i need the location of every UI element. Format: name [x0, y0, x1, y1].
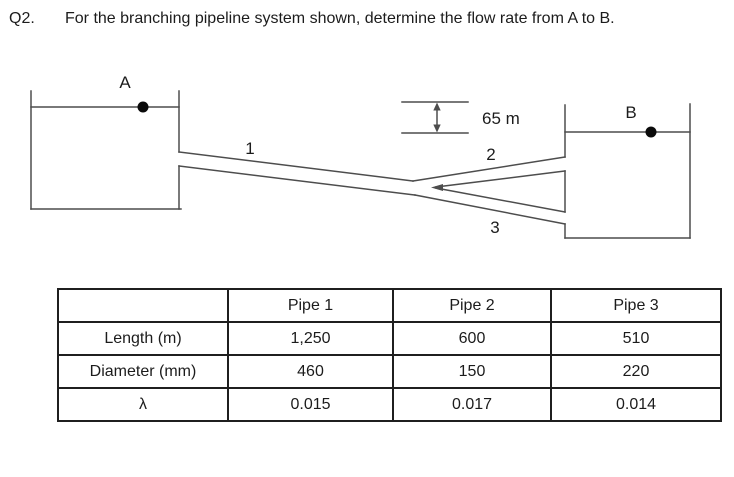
length-pipe-2: 600 — [392, 321, 552, 356]
pipe-1-bottom-line — [178, 165, 416, 196]
elevation-dimension: 65 m — [401, 101, 520, 134]
diameter-pipe-2: 150 — [392, 354, 552, 389]
question-number: Q2. — [9, 10, 35, 27]
pipe-3-top-line — [435, 187, 566, 213]
reservoir-b: B — [564, 103, 691, 239]
table-row-length: Length (m) 1,250 600 510 — [57, 321, 722, 356]
pipeline-diagram: A 1 2 3 65 m — [30, 73, 691, 239]
length-pipe-1: 1,250 — [227, 321, 394, 356]
pipe-2-bottom-line — [435, 170, 566, 188]
row-label-length: Length (m) — [57, 321, 229, 356]
pipe-properties-table: Pipe 1 Pipe 2 Pipe 3 Length (m) 1,250 60… — [57, 288, 722, 422]
pipe-1: 1 — [178, 139, 416, 196]
pipe-2: 2 — [412, 145, 566, 188]
elevation-arrowhead-down-icon — [433, 124, 441, 133]
row-label-lambda: λ — [57, 387, 229, 422]
pipe-3-bottom-line — [414, 194, 566, 225]
row-label-diameter: Diameter (mm) — [57, 354, 229, 389]
elevation-value-label: 65 m — [482, 109, 520, 128]
header-cell-pipe-3: Pipe 3 — [550, 288, 722, 323]
lambda-pipe-1: 0.015 — [227, 387, 394, 422]
elevation-arrowhead-up-icon — [433, 102, 441, 111]
pipe-2-label: 2 — [486, 145, 495, 164]
table-header-row: Pipe 1 Pipe 2 Pipe 3 — [57, 288, 722, 323]
pipe-1-label: 1 — [245, 139, 254, 158]
pipe-2-top-line — [412, 156, 566, 182]
header-cell-pipe-1: Pipe 1 — [227, 288, 394, 323]
reservoir-a: A — [30, 73, 182, 210]
pipe-3: 3 — [414, 187, 566, 237]
header-cell-empty — [57, 288, 229, 323]
length-pipe-3: 510 — [550, 321, 722, 356]
table-row-diameter: Diameter (mm) 460 150 220 — [57, 354, 722, 389]
table-row-lambda: λ 0.015 0.017 0.014 — [57, 387, 722, 422]
lambda-pipe-3: 0.014 — [550, 387, 722, 422]
diameter-pipe-3: 220 — [550, 354, 722, 389]
reservoir-b-label: B — [625, 103, 636, 122]
point-a-marker — [137, 101, 149, 113]
diameter-pipe-1: 460 — [227, 354, 394, 389]
pipe-1-top-line — [178, 151, 414, 182]
lambda-pipe-2: 0.017 — [392, 387, 552, 422]
pipe-3-label: 3 — [490, 218, 499, 237]
question-text: For the branching pipeline system shown,… — [65, 10, 615, 27]
reservoir-a-label: A — [119, 73, 131, 92]
point-b-marker — [645, 126, 657, 138]
header-cell-pipe-2: Pipe 2 — [392, 288, 552, 323]
